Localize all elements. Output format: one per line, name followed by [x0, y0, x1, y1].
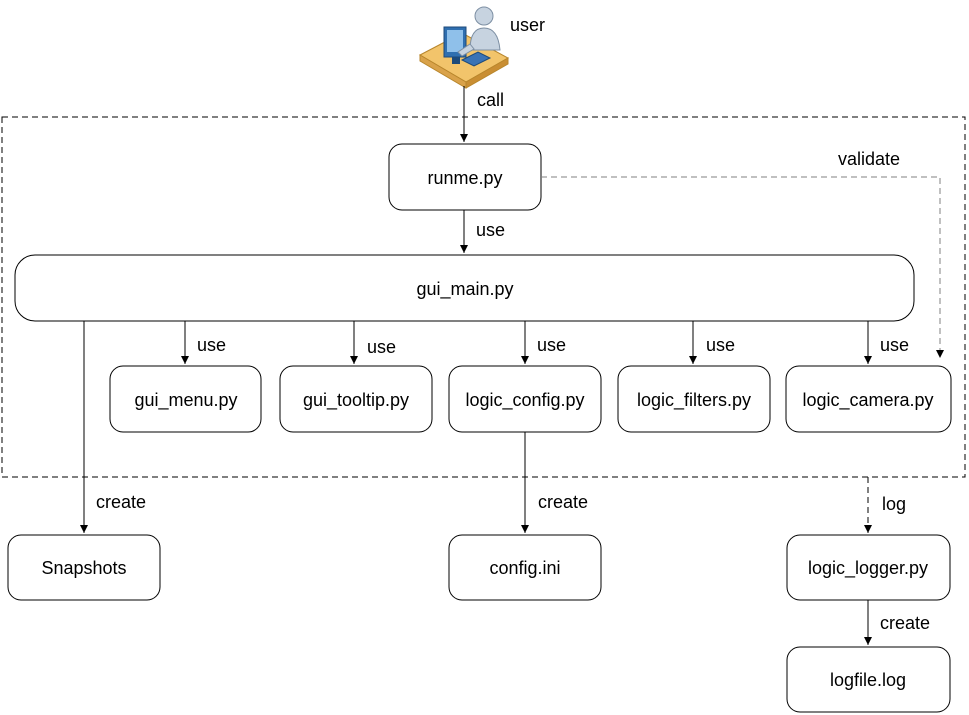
node-runme-label: runme.py [427, 168, 502, 188]
node-gui-tooltip-label: gui_tooltip.py [303, 390, 409, 411]
edge-create-logfile-label: create [880, 613, 930, 633]
node-logic-config[interactable]: logic_config.py [448, 365, 602, 433]
node-snapshots-label: Snapshots [41, 558, 126, 578]
edge-create-snapshots-label: create [96, 492, 146, 512]
actor-label: user [510, 15, 545, 35]
user-at-computer-icon [418, 6, 510, 89]
node-runme[interactable]: runme.py [388, 143, 542, 211]
node-snapshots[interactable]: Snapshots [7, 534, 161, 601]
edge-use-camera-label: use [880, 335, 909, 355]
edge-use-menu-label: use [197, 335, 226, 355]
node-logfile[interactable]: logfile.log [786, 646, 951, 713]
node-gui-main[interactable]: gui_main.py [14, 254, 915, 322]
node-gui-menu[interactable]: gui_menu.py [109, 365, 262, 433]
node-logic-camera[interactable]: logic_camera.py [785, 365, 952, 433]
node-logic-logger-label: logic_logger.py [808, 558, 928, 579]
node-gui-tooltip[interactable]: gui_tooltip.py [279, 365, 433, 433]
node-gui-main-label: gui_main.py [416, 279, 513, 300]
node-gui-menu-label: gui_menu.py [134, 390, 237, 411]
node-config-ini-label: config.ini [489, 558, 560, 578]
node-logic-config-label: logic_config.py [465, 390, 584, 411]
edge-log-label: log [882, 494, 906, 514]
edge-use-filters-label: use [706, 335, 735, 355]
node-config-ini[interactable]: config.ini [448, 534, 602, 601]
node-logic-filters-label: logic_filters.py [637, 390, 751, 411]
edge-validate [541, 176, 944, 358]
node-logic-logger[interactable]: logic_logger.py [786, 534, 951, 601]
edge-validate-label: validate [838, 149, 900, 169]
system-boundary [1, 116, 966, 478]
node-logic-camera-label: logic_camera.py [802, 390, 933, 411]
node-logic-filters[interactable]: logic_filters.py [617, 365, 771, 433]
edge-call-label: call [477, 90, 504, 110]
edge-use-tooltip-label: use [367, 337, 396, 357]
edge-create-config-label: create [538, 492, 588, 512]
edge-use-runme-main-label: use [476, 220, 505, 240]
edge-use-config-label: use [537, 335, 566, 355]
node-logfile-label: logfile.log [830, 670, 906, 690]
